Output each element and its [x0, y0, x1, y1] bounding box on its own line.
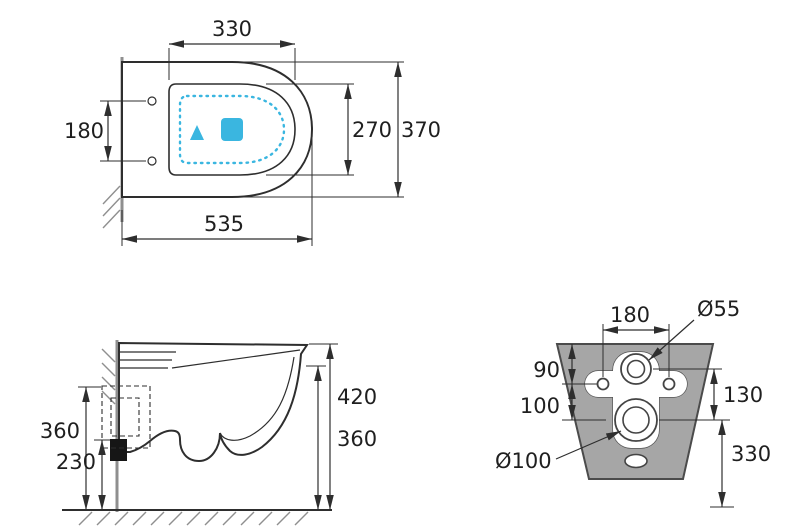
dim-label-fixing-hole-spacing: 180: [610, 303, 650, 327]
hidden-fixing-detail: [110, 397, 140, 437]
side-view: 420 360 360 230: [40, 340, 377, 526]
dim-top-to-holes: 90: [533, 344, 597, 385]
dim-label-bowl-width: 370: [401, 118, 441, 142]
dim-label-hinge-hole-spacing: 180: [64, 119, 104, 143]
wall-hatch-marks: [102, 185, 121, 229]
dim-rim-height: 360: [306, 365, 377, 510]
dim-label-frame-height: 360: [40, 419, 80, 443]
dim-total-height: 420: [309, 343, 377, 510]
dim-inlet-diameter: Ø55: [648, 297, 740, 361]
dim-drain-height: 330: [710, 420, 771, 508]
toilet-profile-outline: [118, 341, 309, 463]
top-view: 330 180 270 370 535: [64, 17, 441, 246]
seat-outline: [168, 83, 296, 176]
dim-inlet-to-drain: 130: [653, 368, 763, 421]
dim-label-inlet-to-drain: 130: [723, 383, 763, 407]
dim-holes-to-drain: 100: [520, 384, 606, 421]
rear-view: 180 Ø55 90 100 130 330: [495, 297, 771, 508]
dim-label-drain-height: 330: [731, 442, 771, 466]
dim-drain-diameter: Ø100: [495, 430, 622, 473]
flush-direction-arrow-icon: [190, 125, 204, 140]
dim-label-total-height: 420: [337, 385, 377, 409]
fixing-hole-left: [596, 377, 610, 391]
dim-label-drain-diameter: Ø100: [495, 449, 552, 473]
dim-label-seat-width: 330: [212, 17, 252, 41]
dim-label-inlet-diameter: Ø55: [697, 297, 740, 321]
dim-seat-width: 330: [168, 17, 296, 80]
dim-label-rim-height: 360: [337, 427, 377, 451]
seat-hinge-hole: [147, 96, 157, 106]
dim-inner-depth: 270: [266, 83, 392, 176]
floor-hatch-marks: [78, 511, 309, 526]
flush-path: [178, 94, 286, 165]
dim-label-inner-depth: 270: [352, 118, 392, 142]
dim-label-outlet-height: 230: [56, 450, 96, 474]
outlet-pipe: [110, 439, 127, 461]
dim-bowl-width: 370: [234, 61, 441, 198]
wall-hatch-marks: [101, 348, 116, 405]
bowl-outline: [121, 61, 314, 198]
dim-frame-height: 360: [40, 386, 101, 510]
drain-inner: [622, 406, 650, 434]
dim-outlet-height: 230: [56, 439, 110, 510]
water-inlet-inner: [626, 359, 646, 379]
toilet-profile-details: [119, 349, 301, 441]
dim-label-top-to-holes: 90: [533, 358, 560, 382]
seat-hinge-hole: [147, 156, 157, 166]
flush-inlet: [221, 118, 243, 141]
dim-total-depth: 535: [121, 133, 313, 246]
lower-opening: [624, 453, 648, 469]
dim-fixing-hole-spacing: 180: [602, 303, 670, 377]
dim-label-holes-to-drain: 100: [520, 394, 560, 418]
hidden-fixing-frame: [101, 385, 151, 449]
dim-label-total-depth: 535: [204, 212, 244, 236]
fixing-hole-right: [662, 377, 676, 391]
dim-hinge-hole-spacing: 180: [64, 100, 146, 162]
